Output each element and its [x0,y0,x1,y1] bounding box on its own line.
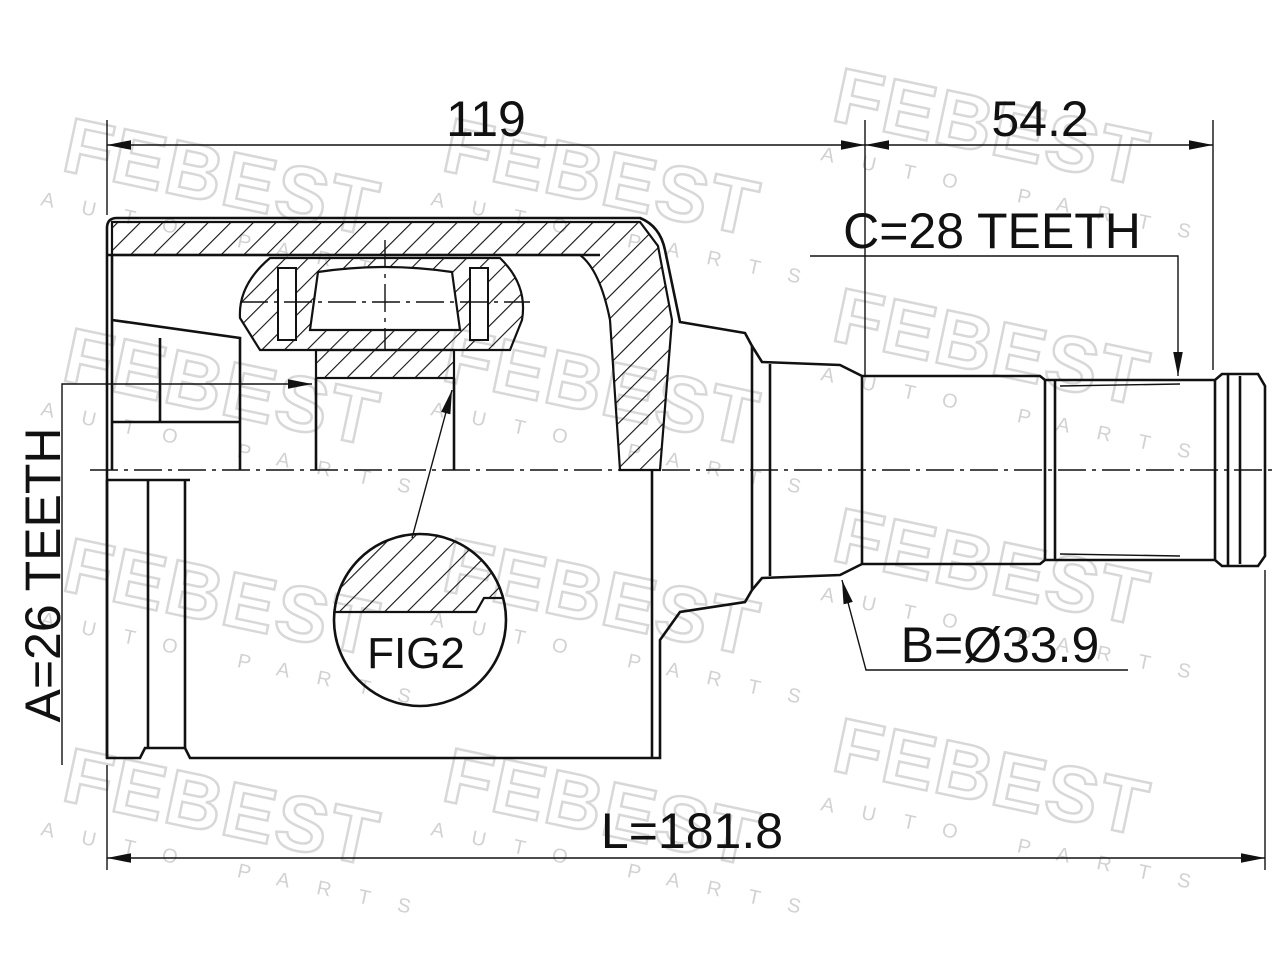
callout-inner-spline: A=26 TEETH [15,379,312,765]
outer-spline-label: C=28 TEETH [843,203,1141,259]
spider-hub [314,348,456,380]
housing-outline [105,216,754,760]
detail-circle [332,532,508,708]
callout-outer-spline: C=28 TEETH [810,203,1183,376]
tripod-roller [238,240,530,470]
leader-line [61,379,312,765]
detail-leader [411,389,453,539]
detail-section [334,534,506,614]
total-length-label: L=181.8 [601,803,783,859]
housing [105,216,754,760]
leader-line [841,579,1128,671]
housing-length-label: 119 [446,91,526,147]
spline-teeth [1059,383,1181,557]
callout-seal-diameter: B=Ø33.9 [841,579,1128,673]
dim-total-length: L=181.8 [106,570,1266,870]
shaft-length-label: 54.2 [991,91,1088,147]
seal-diameter-label: B=Ø33.9 [901,617,1100,673]
dim-shaft-length: 54.2 [865,91,1214,370]
watermark-layer: FEBEST FEBEST FEBEST FEBEST FEBEST FEBES… [39,49,1220,924]
needle-bearing [277,267,297,341]
needle-bearing [469,267,489,341]
detail-hatch [334,534,506,614]
detail-fig2: FIG2 [332,389,508,708]
shaft-outline [750,345,1267,591]
leader-line [810,255,1183,376]
dim-housing-length: 119 [106,91,866,375]
detail-label: FIG2 [367,629,465,678]
bore-taper [111,318,242,470]
